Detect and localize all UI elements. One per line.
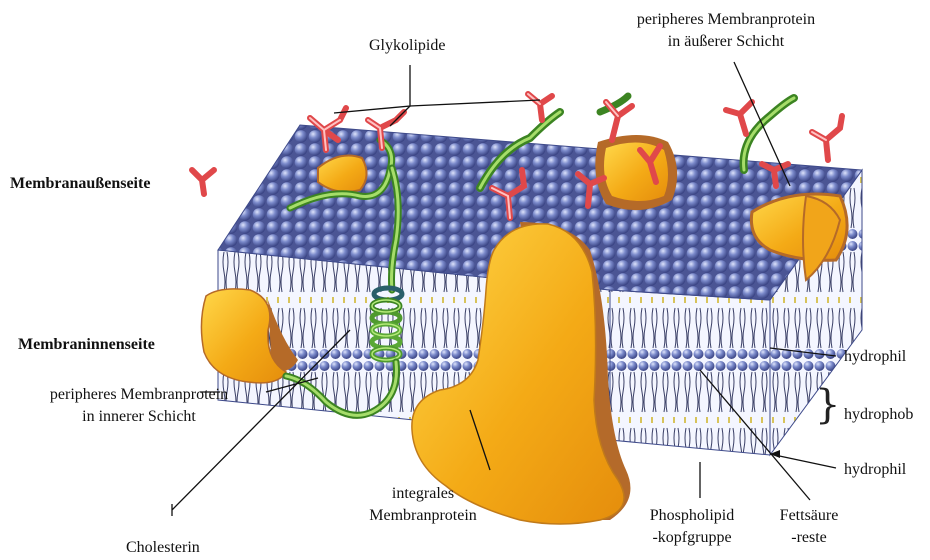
label-fatty-line2: -reste xyxy=(764,528,854,548)
label-peripheral-outer: peripheres Membranprotein in äußerer Sch… xyxy=(616,10,836,52)
membrane-front-face-right xyxy=(610,290,770,455)
label-outer-side: Membranaußenseite xyxy=(10,174,150,194)
label-fatty-line1: Fettsäure xyxy=(764,506,854,526)
label-peripheral-inner: peripheres Membranprotein in innerer Sch… xyxy=(24,385,254,427)
label-integral-protein: integrales Membranprotein xyxy=(358,484,488,526)
label-cholesterin: Cholesterin xyxy=(126,538,200,558)
label-phospholipid-line2: -kopfgruppe xyxy=(632,528,752,548)
label-hydrophil-bottom: hydrophil xyxy=(844,460,906,480)
label-integral-line1: integrales xyxy=(358,484,488,504)
label-inner-side: Membraninnenseite xyxy=(18,335,155,355)
label-integral-line2: Membranprotein xyxy=(358,506,488,526)
label-peripheral-outer-line2: in äußerer Schicht xyxy=(616,32,836,52)
label-glykolipide: Glykolipide xyxy=(369,36,445,56)
hydrophob-brace: } xyxy=(815,385,840,425)
label-fatty-acids: Fettsäure -reste xyxy=(764,506,854,548)
label-phospholipid: Phospholipid -kopfgruppe xyxy=(632,506,752,548)
label-peripheral-inner-line2: in innerer Schicht xyxy=(24,407,254,427)
label-peripheral-outer-line1: peripheres Membranprotein xyxy=(616,10,836,30)
label-peripheral-inner-line1: peripheres Membranprotein xyxy=(24,385,254,405)
label-hydrophil-top: hydrophil xyxy=(844,347,906,367)
label-hydrophob: hydrophob xyxy=(844,405,913,425)
label-phospholipid-line1: Phospholipid xyxy=(632,506,752,526)
transmembrane-helix xyxy=(372,288,402,360)
